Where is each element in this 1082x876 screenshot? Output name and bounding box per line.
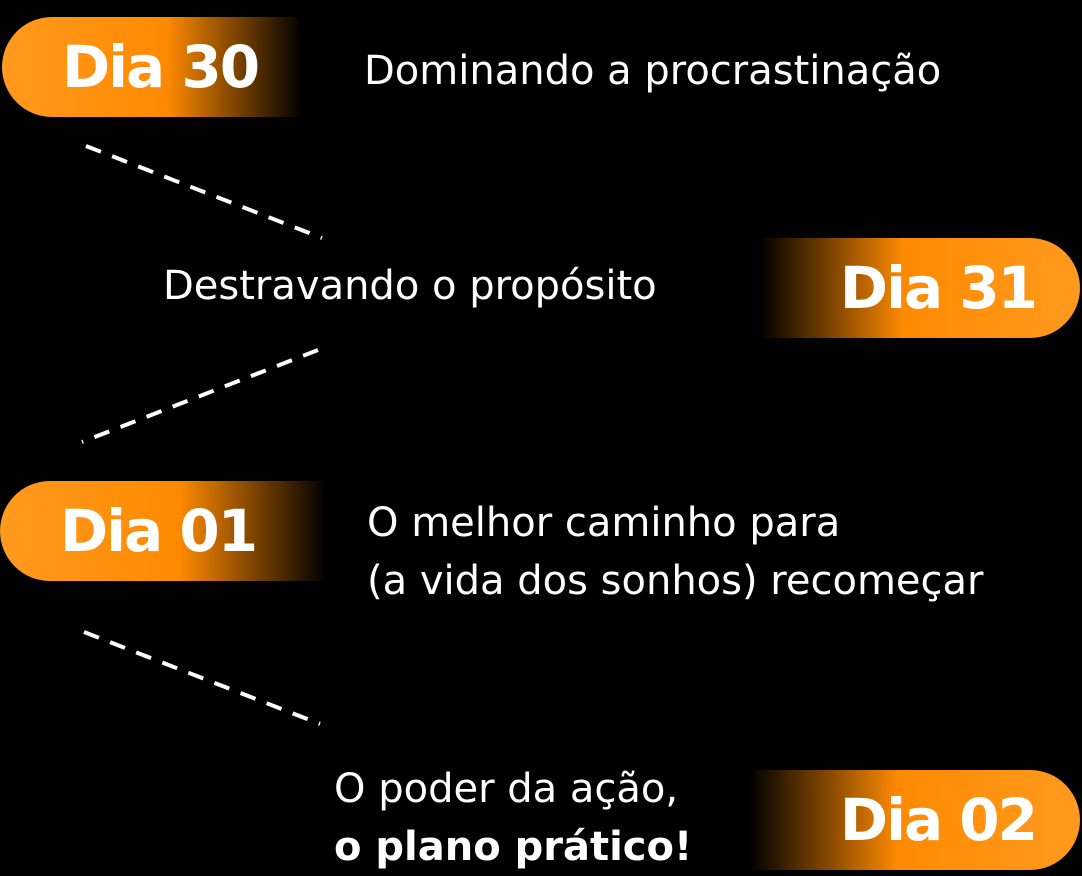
day-title-line-1: O melhor caminho para [367,500,841,546]
day-badge-02: Dia 02 [750,770,1080,870]
day-badge-label: Dia 30 [62,33,260,101]
day-title-line-2: (a vida dos sonhos) recomeçar [367,558,984,604]
day-badge-label: Dia 01 [60,497,258,565]
day-badge-label: Dia 31 [839,254,1038,322]
day-badge-01: Dia 01 [0,481,326,581]
day-badge-label: Dia 02 [839,786,1038,854]
connector-3 [83,630,321,726]
day-title-01: O melhor caminho para (a vida dos sonhos… [367,494,983,610]
day-badge-31: Dia 31 [760,238,1080,338]
day-title-30: Dominando a procrastinação [364,42,941,100]
day-badge-30: Dia 30 [2,17,302,117]
day-title-line-1: O poder da ação, [334,766,679,812]
day-title-line: Dominando a procrastinação [364,48,942,94]
connector-2 [81,348,319,444]
day-title-line: Destravando o propósito [163,263,657,309]
day-title-02: O poder da ação, o plano prático! [334,760,692,876]
connector-1 [85,144,323,240]
day-title-31: Destravando o propósito [163,257,657,315]
day-title-emphasis: o plano prático! [334,824,693,870]
